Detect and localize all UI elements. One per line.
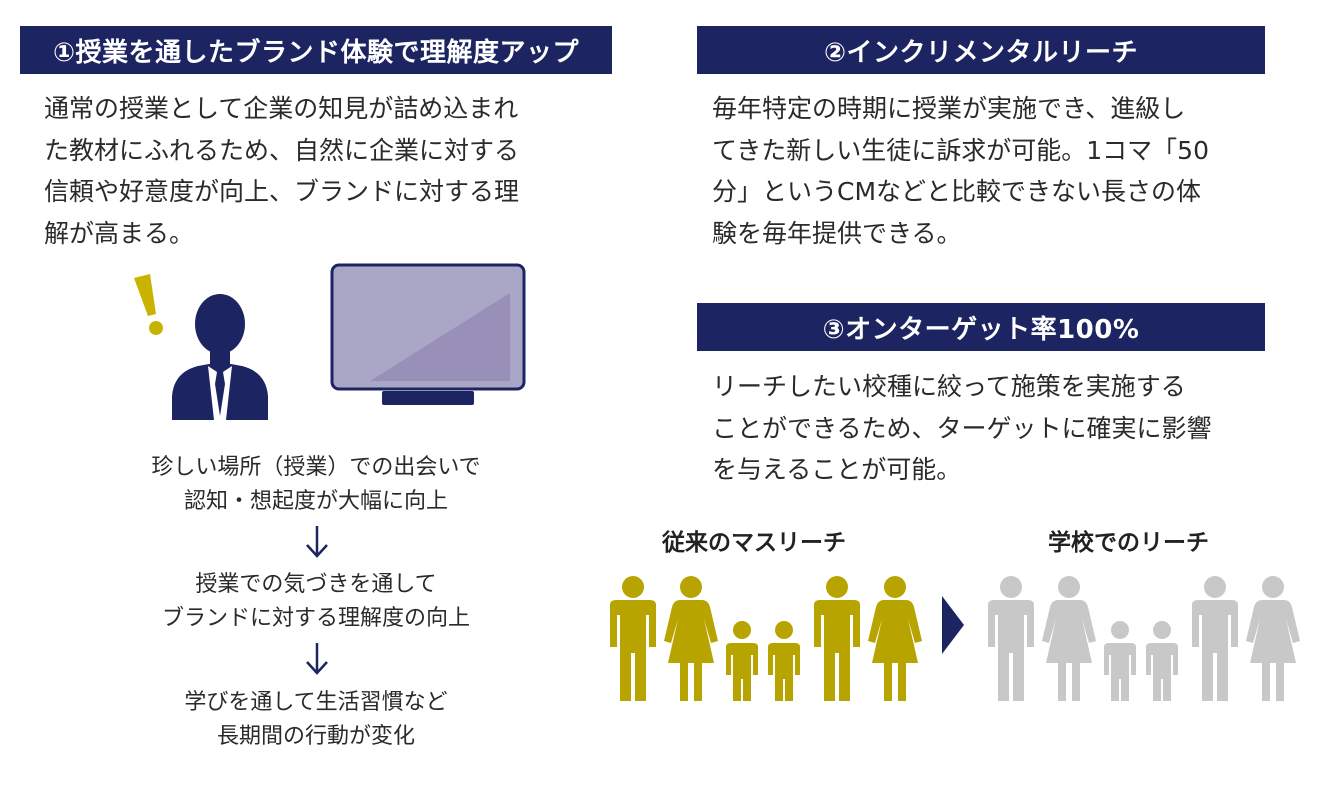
section2-line: 験を毎年提供できる。: [712, 218, 962, 248]
section3-body: リーチしたい校種に絞って施策を実施する ことができるため、ターゲットに確実に影響…: [712, 366, 1212, 491]
section1-line: 解が高まる。: [44, 218, 195, 248]
family-man-icon: [988, 576, 1034, 701]
school-reach-label: 学校でのリーチ: [1048, 530, 1209, 556]
family-man-icon: [1192, 576, 1238, 701]
family-child-icon: [726, 621, 758, 701]
section2-line: 分」というCMなどと比較できない長さの体: [712, 177, 1202, 206]
step-2-line: 授業での気づきを通して: [195, 572, 437, 597]
family-woman-icon: [1042, 576, 1096, 701]
section2-header: ②インクリメンタルリーチ: [697, 26, 1265, 74]
section1-body: 通常の授業として企業の知見が詰め込まれ た教材にふれるため、自然に企業に対する …: [44, 88, 519, 254]
section1-line: 通常の授業として企業の知見が詰め込まれ: [44, 94, 519, 123]
family-woman-icon: [1246, 576, 1300, 701]
section3-line: を与えることが可能。: [712, 455, 962, 484]
family-child-icon: [1146, 621, 1178, 701]
step-3: 学びを通して生活習慣など 長期間の行動が変化: [56, 686, 576, 754]
section1-line: た教材にふれるため、自然に企業に対する: [44, 135, 520, 165]
section3-header: ③オンターゲット率100%: [697, 303, 1265, 351]
step-1-line: 認知・想起度が大幅に向上: [183, 489, 448, 514]
triangle-right-icon: [942, 596, 964, 654]
family-woman-icon: [664, 576, 718, 701]
section1-header: ①授業を通したブランド体験で理解度アップ: [20, 26, 612, 74]
section3-line: リーチしたい校種に絞って施策を実施する: [712, 372, 1186, 401]
step-1-line: 珍しい場所（授業）での出会いで: [151, 455, 481, 480]
arrow-down-icon: [306, 643, 328, 675]
step-1: 珍しい場所（授業）での出会いで 認知・想起度が大幅に向上: [56, 451, 576, 519]
step-3-line: 長期間の行動が変化: [216, 724, 415, 749]
step-3-line: 学びを通して生活習慣など: [184, 690, 448, 715]
monitor-screen-icon: [330, 263, 526, 405]
section1-line: 信頼や好意度が向上、ブランドに対する理: [44, 177, 520, 206]
section2-line: 毎年特定の時期に授業が実施でき、進級し: [712, 94, 1186, 123]
school-reach-family-icons: [988, 576, 1300, 701]
family-man-icon: [610, 576, 656, 701]
step-2: 授業での気づきを通して ブランドに対する理解度の向上: [56, 568, 576, 636]
section2-line: てきた新しい生徒に訴求が可能。1コマ「50: [712, 135, 1209, 165]
section2-body: 毎年特定の時期に授業が実施でき、進級し てきた新しい生徒に訴求が可能。1コマ「5…: [712, 88, 1209, 254]
exclamation-icon: [134, 274, 163, 335]
family-man-icon: [814, 576, 860, 701]
person-silhouette-icon: [172, 294, 268, 420]
family-child-icon: [1104, 621, 1136, 701]
mass-reach-family-icons: [610, 576, 922, 701]
arrow-down-icon: [306, 526, 328, 558]
mass-reach-label: 従来のマスリーチ: [662, 530, 846, 556]
step-2-line: ブランドに対する理解度の向上: [161, 606, 470, 631]
family-woman-icon: [868, 576, 922, 701]
section3-line: ことができるため、ターゲットに確実に影響: [712, 413, 1212, 443]
family-child-icon: [768, 621, 800, 701]
